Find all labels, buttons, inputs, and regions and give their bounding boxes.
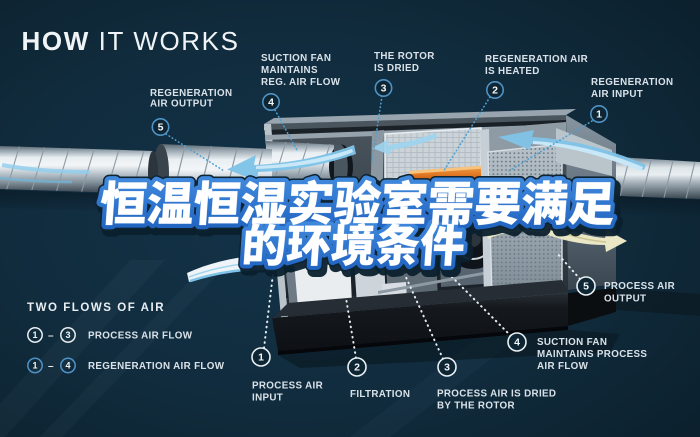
svg-text:IS DRIED: IS DRIED xyxy=(374,63,419,74)
svg-text:THE ROTOR: THE ROTOR xyxy=(374,51,435,62)
svg-text:SUCTION FAN: SUCTION FAN xyxy=(537,337,607,348)
svg-text:PROCESS AIR FLOW: PROCESS AIR FLOW xyxy=(88,331,193,342)
svg-text:3: 3 xyxy=(65,330,70,340)
svg-text:1: 1 xyxy=(32,361,37,371)
svg-text:5: 5 xyxy=(583,281,589,293)
svg-text:–: – xyxy=(48,331,54,342)
svg-text:REGENERATION: REGENERATION xyxy=(150,88,232,99)
svg-text:1: 1 xyxy=(596,109,602,121)
svg-text:IS HEATED: IS HEATED xyxy=(485,66,540,77)
svg-text:2: 2 xyxy=(492,85,498,97)
svg-text:–: – xyxy=(48,361,54,372)
svg-text:REG. AIR FLOW: REG. AIR FLOW xyxy=(261,77,341,88)
svg-text:MAINTAINS PROCESS: MAINTAINS PROCESS xyxy=(537,349,647,360)
svg-text:1: 1 xyxy=(32,330,37,340)
svg-text:PROCESS AIR: PROCESS AIR xyxy=(252,381,323,392)
svg-text:TWO FLOWS OF AIR: TWO FLOWS OF AIR xyxy=(27,302,165,314)
svg-text:AIR FLOW: AIR FLOW xyxy=(537,361,589,372)
svg-text:3: 3 xyxy=(381,83,387,95)
svg-text:HOW IT WORKS: HOW IT WORKS xyxy=(22,26,240,56)
svg-text:SUCTION FAN: SUCTION FAN xyxy=(261,53,331,64)
svg-text:1: 1 xyxy=(258,352,264,364)
svg-text:4: 4 xyxy=(514,337,520,349)
svg-text:BY THE ROTOR: BY THE ROTOR xyxy=(437,401,515,412)
svg-text:REGENERATION: REGENERATION xyxy=(591,77,673,88)
svg-text:2: 2 xyxy=(354,362,360,374)
svg-text:FILTRATION: FILTRATION xyxy=(350,389,410,400)
svg-text:3: 3 xyxy=(444,362,450,374)
svg-text:INPUT: INPUT xyxy=(252,393,283,404)
svg-text:REGENERATION AIR FLOW: REGENERATION AIR FLOW xyxy=(88,361,225,372)
svg-text:PROCESS AIR: PROCESS AIR xyxy=(604,281,675,292)
svg-text:PROCESS AIR IS DRIED: PROCESS AIR IS DRIED xyxy=(437,389,556,400)
svg-text:AIR OUTPUT: AIR OUTPUT xyxy=(150,99,213,110)
svg-text:REGENERATION AIR: REGENERATION AIR xyxy=(485,54,588,65)
svg-text:5: 5 xyxy=(158,122,164,134)
svg-text:OUTPUT: OUTPUT xyxy=(604,294,646,305)
svg-text:4: 4 xyxy=(268,97,274,109)
svg-text:4: 4 xyxy=(65,361,70,371)
svg-text:MAINTAINS: MAINTAINS xyxy=(261,65,318,76)
svg-text:AIR INPUT: AIR INPUT xyxy=(591,89,643,100)
